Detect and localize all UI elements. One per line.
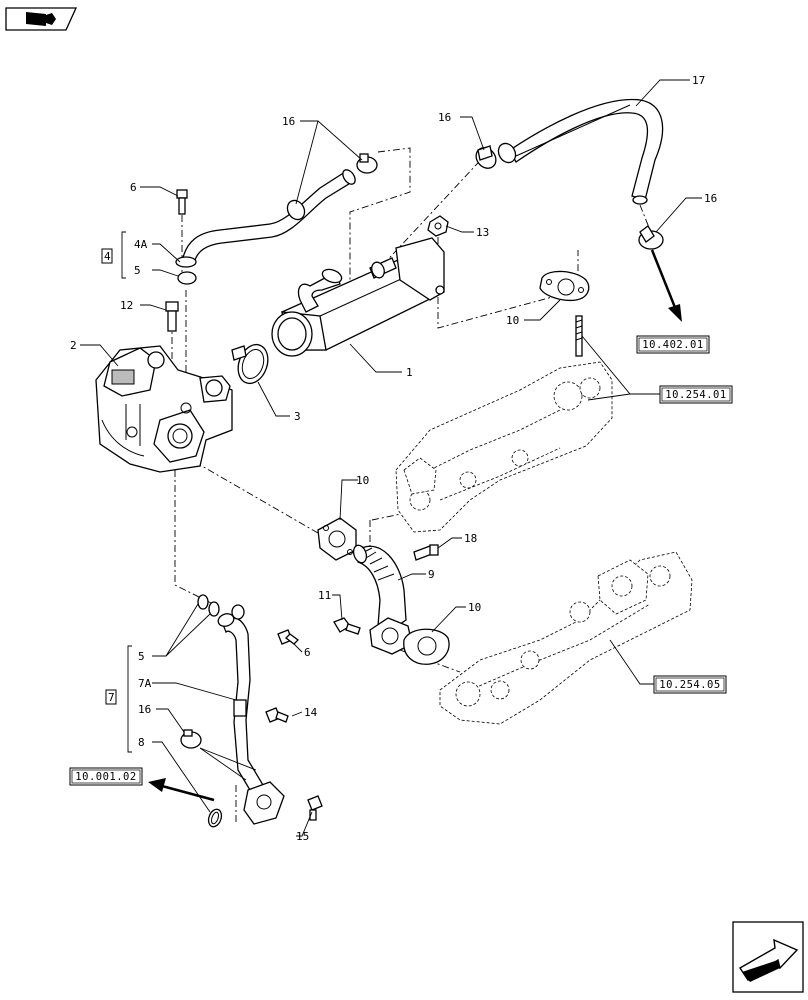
leader-lines — [80, 79, 702, 837]
ref-box-10-402-01[interactable]: 10.402.01 — [636, 335, 710, 354]
stud-10-254-01 — [575, 315, 583, 357]
clamp-16-upper-right — [475, 145, 497, 169]
clamp-3 — [231, 343, 269, 385]
bolt-6-upper — [176, 189, 188, 215]
callout-16-lower: 16 — [138, 703, 151, 716]
callout-10-lower: 10 — [468, 601, 481, 614]
callout-16-upper-right: 16 — [438, 111, 451, 124]
callout-10-middle: 10 — [356, 474, 369, 487]
clamp-16-top — [356, 153, 378, 174]
oring-8 — [207, 808, 223, 828]
callout-8: 8 — [138, 736, 145, 749]
manifold-10-254-05 — [439, 551, 693, 725]
callout-16-right: 16 — [704, 192, 717, 205]
book-arrow-icon[interactable] — [5, 7, 78, 31]
callout-labels: 1 2 3 4 4A 5 6 12 13 16 16 16 17 10 10 1… — [70, 74, 717, 843]
callout-18: 18 — [464, 532, 477, 545]
egr-cooler-1 — [271, 237, 445, 357]
callout-15: 15 — [296, 830, 309, 843]
clamp-16-right — [638, 225, 664, 250]
callout-10-upper: 10 — [506, 314, 519, 327]
bolt-18 — [413, 544, 439, 561]
next-page-arrow-icon[interactable] — [732, 921, 804, 993]
ref-label-10-254-05: 10.254.05 — [659, 679, 720, 691]
callout-6-lower: 6 — [304, 646, 311, 659]
ref-box-10-254-01[interactable]: 10.254.01 — [659, 385, 733, 404]
arrow-to-10-001-02 — [148, 778, 215, 802]
gasket-10-lower — [403, 628, 450, 665]
gasket-10-middle — [317, 517, 357, 561]
callout-11: 11 — [318, 589, 331, 602]
callout-16-top: 16 — [282, 115, 295, 128]
bolt-15 — [307, 795, 323, 821]
callout-9: 9 — [428, 568, 435, 581]
callout-17: 17 — [692, 74, 705, 87]
callout-4A: 4A — [134, 238, 148, 251]
callout-14: 14 — [304, 706, 318, 719]
bolt-11 — [333, 617, 361, 635]
bolt-6-lower — [277, 629, 299, 645]
callout-1: 1 — [406, 366, 413, 379]
nut-13 — [427, 215, 449, 237]
gasket-10-upper — [539, 270, 590, 302]
group-box-4 — [101, 248, 113, 264]
hose-17 — [497, 98, 664, 205]
callout-7: 7 — [108, 691, 115, 704]
manifold-10-254-01 — [395, 361, 613, 533]
arrow-to-10-402-01 — [650, 249, 682, 322]
callout-5-lower: 5 — [138, 650, 145, 663]
ref-box-10-254-05[interactable]: 10.254.05 — [653, 675, 727, 694]
callout-6-upper: 6 — [130, 181, 137, 194]
pipe-9 — [352, 544, 413, 655]
callout-2: 2 — [70, 339, 77, 352]
pipe-7A — [217, 604, 285, 825]
callout-12: 12 — [120, 299, 133, 312]
pipe-4A — [175, 169, 356, 285]
callout-3: 3 — [294, 410, 301, 423]
callout-4: 4 — [104, 250, 111, 263]
callout-13: 13 — [476, 226, 489, 239]
callout-7A: 7A — [138, 677, 152, 690]
bolt-12 — [165, 301, 179, 332]
ref-label-10-402-01: 10.402.01 — [642, 339, 703, 351]
group-box-7 — [105, 689, 117, 705]
bolt-14 — [265, 707, 289, 723]
egr-valve-2 — [95, 345, 233, 473]
clamp-16-lower — [180, 729, 202, 749]
ref-box-10-001-02[interactable]: 10.001.02 — [69, 767, 143, 786]
callout-5-upper: 5 — [134, 264, 141, 277]
ref-label-10-001-02: 10.001.02 — [75, 771, 136, 783]
orings-5-lower — [197, 594, 220, 617]
ref-label-10-254-01: 10.254.01 — [665, 389, 726, 401]
